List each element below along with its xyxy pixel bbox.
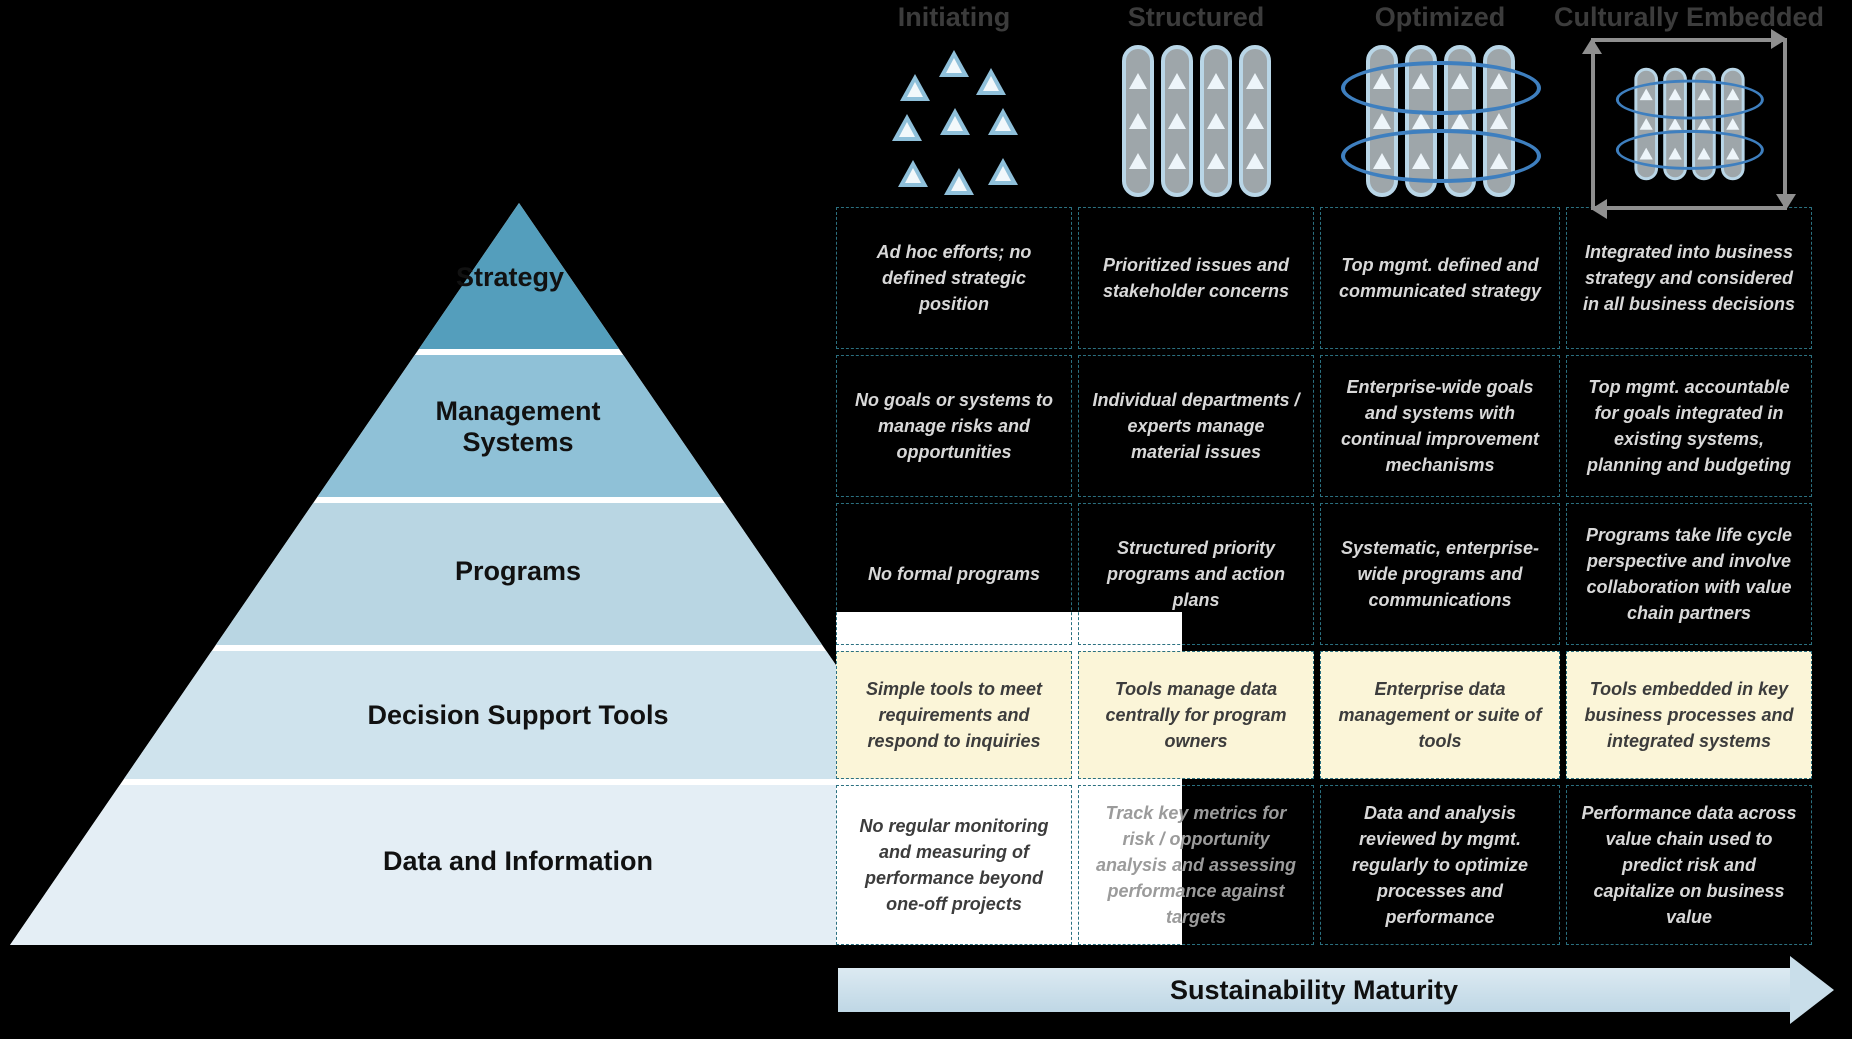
- cell-programs-initiating: No formal programs: [836, 503, 1072, 645]
- orbit-ring-icon: [1615, 79, 1763, 120]
- cell-strategy-culturally-embedded: Integrated into business strategy and co…: [1566, 207, 1812, 349]
- triangle-icon: [940, 108, 970, 135]
- triangle-icon: [900, 74, 930, 101]
- cell-management-systems-optimized: Enterprise-wide goals and systems with c…: [1320, 355, 1560, 497]
- triangle-icon: [976, 68, 1006, 95]
- triangle-icon: [988, 108, 1018, 135]
- columns-with-orbit-rings-icon: [1340, 45, 1541, 197]
- cell-management-systems-culturally-embedded: Top mgmt. accountable for goals integrat…: [1566, 355, 1812, 497]
- cell-programs-structured: Structured priority programs and action …: [1078, 503, 1314, 645]
- cell-decision-support-tools-structured: Tools manage data centrally for program …: [1078, 651, 1314, 779]
- triangle-icon: [944, 168, 974, 195]
- column-header-initiating: Initiating: [897, 2, 1011, 32]
- triangle-icon: [939, 50, 969, 77]
- column-header-culturally-embedded: Culturally Embedded: [1553, 2, 1825, 32]
- cycle-arrow-left-icon: [1591, 199, 1607, 219]
- triangle-icon: [892, 114, 922, 141]
- cycle-arrow-right-icon: [1771, 29, 1787, 49]
- cycle-frame-icon: [1582, 29, 1796, 219]
- capsule-group: [1615, 67, 1763, 181]
- cell-data-and-information-optimized: Data and analysis reviewed by mgmt. regu…: [1320, 785, 1560, 945]
- column-header-structured: Structured: [1127, 2, 1265, 32]
- cycle-arrow-up-icon: [1582, 38, 1602, 54]
- cell-management-systems-structured: Individual departments / experts manage …: [1078, 355, 1314, 497]
- cell-data-and-information-structured: Track key metrics for risk / opportunity…: [1078, 785, 1314, 945]
- column-header-optimized: Optimized: [1374, 2, 1506, 32]
- pyramid-label-decision-support-tools: Decision Support Tools: [367, 700, 669, 730]
- capsule-column: [1122, 45, 1154, 197]
- pyramid-label-management-systems: Management Systems: [435, 396, 601, 458]
- cell-management-systems-initiating: No goals or systems to manage risks and …: [836, 355, 1072, 497]
- cell-strategy-initiating: Ad hoc efforts; no defined strategic pos…: [836, 207, 1072, 349]
- pyramid-label-data-and-information: Data and Information: [382, 846, 653, 876]
- triangle-icon: [988, 158, 1018, 185]
- cell-data-and-information-initiating: No regular monitoring and measuring of p…: [836, 785, 1072, 945]
- capsule-group: [1340, 45, 1541, 197]
- capsule-column: [1239, 45, 1271, 197]
- cell-data-and-information-culturally-embedded: Performance data across value chain used…: [1566, 785, 1812, 945]
- capsule-column: [1200, 45, 1232, 197]
- pyramid-label-strategy: Strategy: [455, 262, 565, 292]
- cell-strategy-optimized: Top mgmt. defined and communicated strat…: [1320, 207, 1560, 349]
- cell-strategy-structured: Prioritized issues and stakeholder conce…: [1078, 207, 1314, 349]
- cell-decision-support-tools-initiating: Simple tools to meet requirements and re…: [836, 651, 1072, 779]
- capsule-group: [1122, 45, 1271, 197]
- scattered-triangles-icon: [884, 48, 1034, 203]
- capsule-column: [1161, 45, 1193, 197]
- cell-decision-support-tools-culturally-embedded: Tools embedded in key business processes…: [1566, 651, 1812, 779]
- orbit-ring-icon: [1615, 129, 1763, 170]
- cell-programs-culturally-embedded: Programs take life cycle perspective and…: [1566, 503, 1812, 645]
- pyramid-label-programs: Programs: [454, 556, 582, 586]
- columns-with-orbits-icon: [1615, 67, 1763, 181]
- grouped-triangle-columns-icon: [1122, 45, 1271, 197]
- orbit-ring-icon: [1340, 61, 1541, 115]
- arrow-head-icon: [1790, 956, 1834, 1024]
- cell-decision-support-tools-optimized: Enterprise data management or suite of t…: [1320, 651, 1560, 779]
- sustainability-maturity-arrow: Sustainability Maturity: [838, 968, 1790, 1012]
- sustainability-maturity-label: Sustainability Maturity: [1169, 974, 1459, 1005]
- triangle-icon: [898, 160, 928, 187]
- cell-programs-optimized: Systematic, enterprise-wide programs and…: [1320, 503, 1560, 645]
- orbit-ring-icon: [1340, 129, 1541, 183]
- cycle-arrow-down-icon: [1776, 194, 1796, 210]
